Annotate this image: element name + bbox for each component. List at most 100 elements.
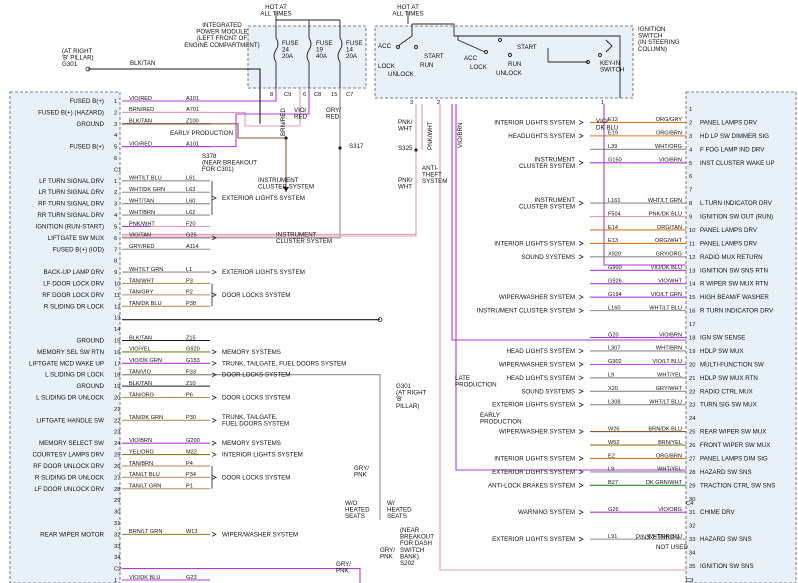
right-pin-number: 35 (689, 564, 695, 570)
right-system-label: SOUND SYSTEMS (521, 388, 575, 395)
ign-pin-1: 1 (601, 100, 604, 106)
left-wire-code: P34 (186, 472, 196, 478)
right-pin-number: 1 (689, 107, 692, 113)
right-system-label: HEAD LIGHTS SYSTEM (507, 375, 575, 382)
arrow-icon (578, 308, 584, 313)
left-wire-color: TAN/GRY (129, 290, 154, 296)
left-pin-label: GROUND (77, 338, 105, 345)
right-pin-label: HDLP SW MUX RTN (700, 375, 758, 382)
right-wire-code: F504 (608, 211, 621, 217)
left-pin-number: 21 (114, 407, 120, 413)
arrow-icon (211, 269, 217, 275)
right-wire-code: G900 (608, 265, 622, 271)
right-wire-code: L308 (608, 400, 620, 406)
right-wire-color: PNK/DK BLU (649, 211, 682, 217)
right-pin-number: 28 (689, 470, 695, 476)
right-wire-code: L39 (608, 144, 617, 150)
vio-brn-wire (451, 104, 686, 341)
left-pin-number: 12 (114, 304, 120, 310)
ign-pin-3: 3 (410, 100, 413, 106)
right-wire-color: WHT/LT BLU (649, 400, 682, 406)
right-system-label: EXTERIOR LIGHTS SYSTEM (492, 469, 575, 476)
right-wire-code: G902 (608, 359, 622, 365)
system-destination-label: EXTERIOR LIGHTS SYSTEM (222, 195, 305, 202)
arrow-icon (578, 429, 584, 434)
left-pin-number: C2 (114, 567, 121, 573)
left-wire-color: BLK/TAN (129, 335, 152, 341)
vio-red-label: VIO/RED (294, 107, 308, 121)
right-pin-label: R WIPER SW MUX RTN (700, 281, 768, 288)
left-wire-code: G153 (186, 358, 200, 364)
right-wire-color: GRY/ORG (656, 252, 682, 258)
right-pin-number: 12 (689, 255, 695, 261)
arrow-icon (578, 254, 584, 260)
ign-acc-label: ACC (378, 43, 392, 50)
left-wire-code: A701 (186, 107, 199, 113)
right-pin-number: 27 (689, 456, 695, 462)
right-pin-number: 18 (689, 336, 695, 342)
right-system-label: ANTI-LOCK BRAKES SYSTEM (488, 482, 575, 489)
right-pin-label: RADIO CTRL MUX (700, 388, 753, 395)
left-pin-number: 34 (114, 555, 121, 561)
left-wire-color: TAN/LT BLU (129, 472, 160, 478)
left-pin-number: 3 (114, 122, 117, 128)
left-wire-code: G23 (186, 575, 197, 581)
right-wire-color: VIO/BRN (659, 158, 682, 164)
system-destination-label: DOOR LOCKS SYSTEM (222, 395, 290, 402)
left-pin-number: 28 (114, 487, 120, 493)
system-destination-label: TRUNK, TAILGATE,FUEL DOORS SYSTEM (222, 414, 289, 428)
right-wire-color: WHT/YEL (657, 373, 682, 379)
arrow-icon (578, 200, 584, 206)
right-pin-number: 2 (689, 120, 692, 126)
arrow-icon (578, 133, 584, 139)
right-pin-label: MULTI-FUNCTION SW (700, 361, 764, 368)
right-wire-color: VIO/LT BLU (652, 359, 682, 365)
arrow-icon (211, 372, 217, 378)
left-pin-label: R SLIDING DR LOCK (44, 303, 105, 310)
right-pin-number: 30 (689, 497, 695, 503)
left-wire-code: P33 (186, 370, 196, 376)
left-pin-number: 15 (114, 339, 120, 345)
arrow-icon (211, 349, 217, 355)
right-pin-label: F FOG LAMP IND DRV (700, 146, 765, 153)
ground-wire-g301 (88, 68, 261, 124)
left-pin-label: LF DOOR LOCK DRV (43, 280, 105, 287)
right-c4-label: C4 (686, 501, 694, 507)
arrow-icon (211, 417, 217, 423)
ign-run-label: RUN (420, 62, 433, 69)
ipm-pin-c7: C7 (346, 92, 353, 98)
right-wire-color: WHT/YEL (657, 467, 682, 473)
left-pin-label: LF TURN SIGNAL DRV (39, 178, 105, 185)
ign-run2-label: RUN (508, 61, 521, 68)
left-pin-number: 5 (114, 145, 117, 151)
arrow-icon (211, 395, 217, 400)
right-wire-color: ORG/WHT (655, 238, 683, 244)
right-pin-label: PANEL LAMPS DRV (700, 119, 758, 126)
left-pin-label: LR TURN SIGNAL DRV (38, 189, 104, 196)
arrow-icon (211, 452, 217, 457)
arrow-icon (578, 469, 584, 475)
right-pin-label: HAZARD SW SNS (700, 469, 752, 476)
left-wire-code: M22 (186, 449, 197, 455)
right-wire-color: VIO/ORG (658, 507, 682, 513)
right-wire-code: W26 (608, 426, 620, 432)
ign-unlock-label: UNLOCK (388, 71, 415, 78)
left-wire-color: WHT/BRN (129, 210, 155, 216)
right-wire-color: DK GRN/WHT (646, 480, 683, 486)
right-wire-code: E14 (608, 225, 618, 231)
left-wire-color: VIO/RED (129, 96, 152, 102)
arrow-icon (578, 362, 584, 367)
right-system-label: INTERIOR LIGHTS SYSTEM (494, 119, 575, 126)
right-wire-color: WHT/LT GRN (648, 198, 682, 204)
right-wire-code: L307 (608, 346, 620, 352)
right-pin-number: 34 (689, 551, 696, 557)
right-wire-color: WHT/DK BLU (648, 534, 683, 540)
right-wire-code: L160 (608, 305, 620, 311)
gry-pnk-label-2: GRY/PNK (336, 561, 351, 575)
